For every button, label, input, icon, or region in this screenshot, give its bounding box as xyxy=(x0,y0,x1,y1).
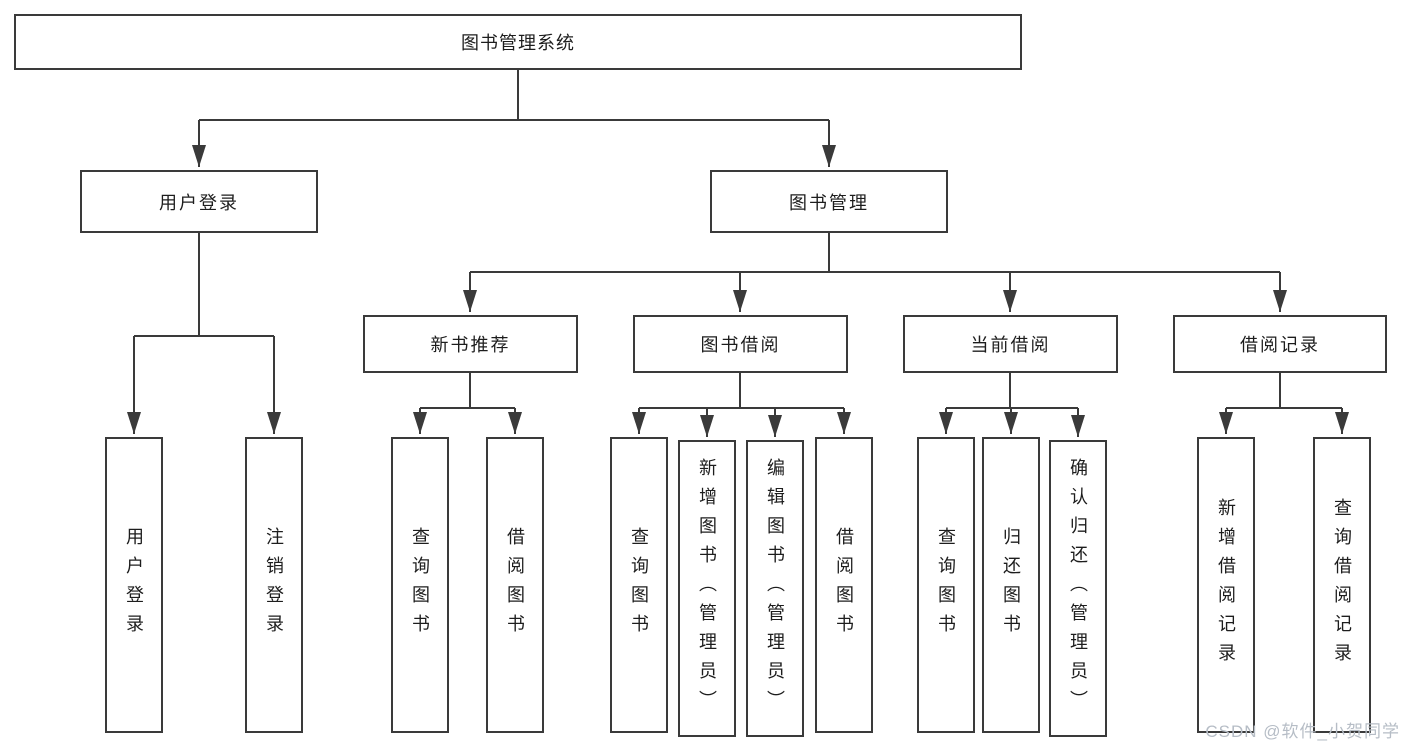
leaf-logout: 注销登录 xyxy=(245,437,303,733)
leaf-cb-confirm-return: 确认归还（管理员） xyxy=(1049,440,1107,737)
leaf-nb-query-books-label: 查询图书 xyxy=(410,527,430,643)
leaf-bb-add-books: 新增图书（管理员） xyxy=(678,440,736,737)
csdn-watermark: CSDN @软件_小贺同学 xyxy=(1205,722,1400,741)
leaf-rec-query-record: 查询借阅记录 xyxy=(1313,437,1371,733)
leaf-bb-borrow-books: 借阅图书 xyxy=(815,437,873,733)
node-new-book-recommend: 新书推荐 xyxy=(363,315,578,373)
node-book-borrow-label: 图书借阅 xyxy=(700,335,781,355)
leaf-logout-label: 注销登录 xyxy=(264,527,284,643)
node-current-borrow-label: 当前借阅 xyxy=(970,335,1051,355)
node-book-borrow: 图书借阅 xyxy=(633,315,848,373)
node-borrow-records: 借阅记录 xyxy=(1173,315,1387,373)
leaf-rec-query-record-label: 查询借阅记录 xyxy=(1332,498,1352,672)
node-user-login: 用户登录 xyxy=(80,170,318,233)
leaf-nb-query-books: 查询图书 xyxy=(391,437,449,733)
leaf-nb-borrow-books: 借阅图书 xyxy=(486,437,544,733)
node-new-book-recommend-label: 新书推荐 xyxy=(430,335,511,355)
leaf-rec-add-record: 新增借阅记录 xyxy=(1197,437,1255,733)
leaf-cb-query-books-label: 查询图书 xyxy=(936,527,956,643)
node-borrow-records-label: 借阅记录 xyxy=(1240,335,1320,355)
node-book-management: 图书管理 xyxy=(710,170,948,233)
leaf-bb-query-books: 查询图书 xyxy=(610,437,668,733)
node-user-login-label: 用户登录 xyxy=(159,192,239,213)
node-root: 图书管理系统 xyxy=(14,14,1022,70)
leaf-bb-query-books-label: 查询图书 xyxy=(629,527,649,643)
node-current-borrow: 当前借阅 xyxy=(903,315,1118,373)
node-book-management-label: 图书管理 xyxy=(789,192,869,213)
leaf-bb-add-books-label: 新增图书（管理员） xyxy=(697,458,717,719)
leaf-cb-return-books-label: 归还图书 xyxy=(1001,527,1021,643)
leaf-cb-return-books: 归还图书 xyxy=(982,437,1040,733)
leaf-nb-borrow-books-label: 借阅图书 xyxy=(505,527,525,643)
leaf-cb-query-books: 查询图书 xyxy=(917,437,975,733)
leaf-bb-edit-books: 编辑图书（管理员） xyxy=(746,440,804,737)
node-root-label: 图书管理系统 xyxy=(461,33,575,53)
leaf-rec-add-record-label: 新增借阅记录 xyxy=(1216,498,1236,672)
leaf-bb-edit-books-label: 编辑图书（管理员） xyxy=(765,458,785,719)
leaf-user-login: 用户登录 xyxy=(105,437,163,733)
leaf-user-login-label: 用户登录 xyxy=(124,527,144,643)
leaf-bb-borrow-books-label: 借阅图书 xyxy=(834,527,854,643)
leaf-cb-confirm-return-label: 确认归还（管理员） xyxy=(1068,458,1088,719)
